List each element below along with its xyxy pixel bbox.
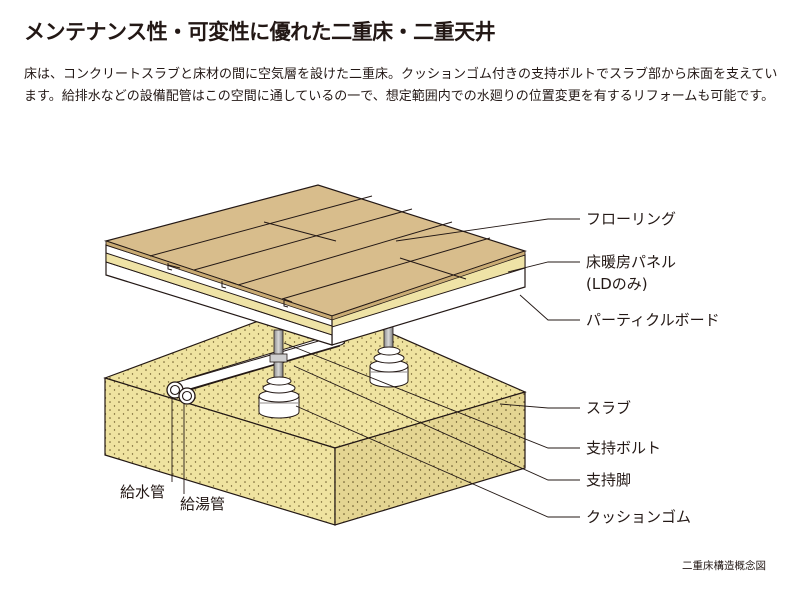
leader-support-bolt (283, 342, 580, 449)
hot-water-pipe-end (178, 387, 196, 405)
slab (103, 299, 527, 526)
label-particle-board: パーティクルボード (586, 311, 720, 329)
label-heating-panel: 床暖房パネル (586, 253, 677, 271)
label-flooring: フローリング (586, 210, 677, 228)
support-leg-right (369, 325, 409, 388)
label-support-leg: 支持脚 (586, 471, 632, 489)
label-cushion-rubber: クッションゴム (586, 508, 692, 526)
leader-particle-board (519, 294, 580, 321)
label-hot-water-pipe: 給湯管 (180, 495, 226, 513)
leader-flooring (395, 218, 580, 242)
page-title: メンテナンス性・可変性に優れた二重床・二重天井 (24, 20, 496, 44)
support-leg-front (258, 329, 300, 419)
leader-slab (499, 403, 580, 409)
label-heating-panel-note: (LDのみ) (586, 275, 648, 293)
flooring-seams (149, 195, 491, 303)
figure-caption: 二重床構造概念図 (682, 560, 766, 572)
slab-side (334, 391, 526, 526)
leader-heating-panel (507, 261, 580, 273)
label-support-bolt: 支持ボルト (586, 439, 662, 457)
pipes (166, 330, 351, 405)
leader-lines (171, 218, 580, 518)
leader-support-leg (293, 365, 580, 481)
label-water-pipe: 給水管 (120, 483, 166, 501)
leader-cushion-rubber (295, 405, 580, 518)
floor-assembly (103, 184, 527, 346)
label-slab: スラブ (586, 399, 632, 417)
description-text: 床は、コンクリートスラブと床材の間に空気層を設けた二重床。クッションゴム付きの支… (24, 67, 778, 104)
